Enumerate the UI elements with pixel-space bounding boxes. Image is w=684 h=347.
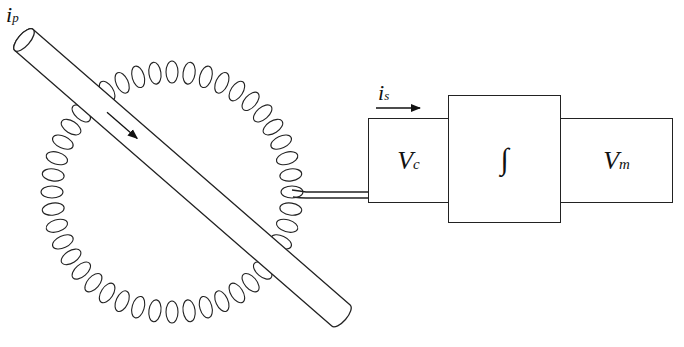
winding-loop: [59, 246, 84, 268]
winding-loop: [269, 132, 294, 152]
winding-loop: [279, 167, 302, 182]
winding-loop: [239, 89, 262, 113]
winding-loop: [45, 217, 69, 235]
winding-loop: [182, 61, 197, 84]
winding-loop: [212, 289, 232, 314]
winding-loop: [197, 295, 215, 319]
signal-name: Vm: [603, 148, 630, 174]
winding-loop: [166, 61, 178, 83]
winding-loop: [279, 202, 302, 217]
winding-loop: [82, 270, 105, 294]
winding-loop: [50, 232, 75, 252]
winding-loop: [41, 202, 64, 217]
winding-loop: [275, 217, 299, 235]
winding-loop: [45, 149, 69, 167]
winding-loop: [281, 186, 303, 198]
signal-name: Vc: [397, 148, 420, 174]
winding-loop: [275, 149, 299, 167]
winding-loop: [41, 167, 64, 182]
current-name: is: [378, 82, 389, 104]
winding-loop: [41, 186, 63, 198]
coil-lead: [292, 190, 370, 198]
output-voltage-box: Vm: [560, 118, 673, 203]
winding-loop: [147, 61, 162, 84]
winding-loop: [226, 280, 248, 305]
winding-loop: [147, 299, 162, 322]
winding-loop: [129, 295, 147, 319]
current-arrow: [107, 112, 137, 138]
winding-loop: [112, 289, 132, 314]
current-arrow: [376, 107, 420, 108]
winding-loop: [50, 132, 75, 152]
primary-conductor: [10, 25, 354, 330]
winding-loop: [166, 301, 178, 323]
integrator-box: ∫: [448, 95, 561, 223]
integral-symbol: ∫: [500, 144, 508, 174]
winding-loop: [182, 299, 197, 322]
coil-voltage-box: Vc: [368, 118, 449, 203]
current-name: ip: [6, 4, 19, 26]
winding-loop: [260, 116, 285, 138]
winding-loop: [212, 70, 232, 95]
winding-loop: [112, 70, 132, 95]
winding-loop: [129, 65, 147, 89]
winding-loop: [197, 65, 215, 89]
